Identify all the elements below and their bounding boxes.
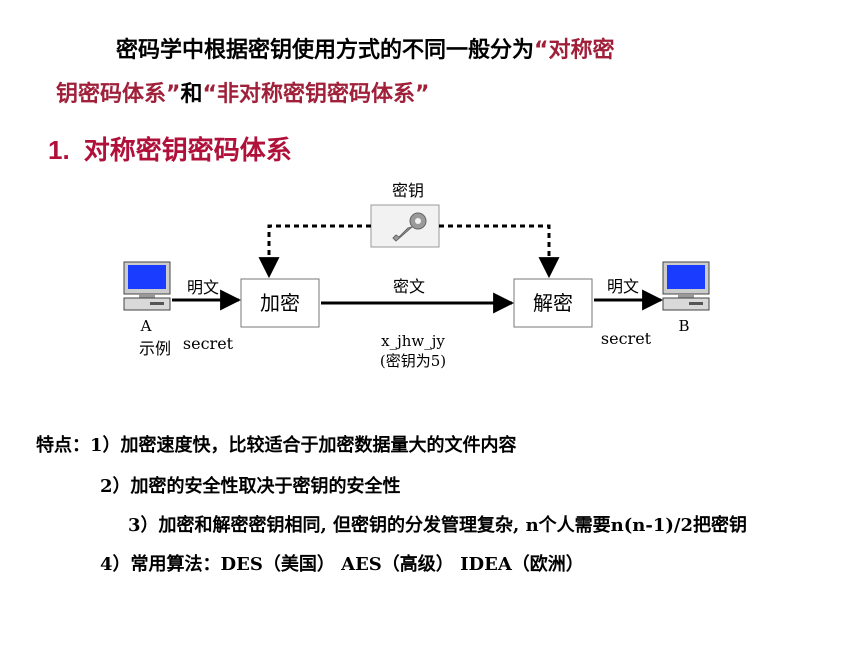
intro-line2-red-1: 钥密码体系” [56, 82, 181, 107]
feature-item-4: 4）常用算法：DES（美国） AES（高级） IDEA（欧洲） [100, 554, 584, 575]
section-heading: 1. 对称密钥密码体系 [48, 130, 292, 167]
decrypt-label: 解密 [533, 291, 573, 315]
feature-item-1: 1）加密速度快，比较适合于加密数据量大的文件内容 [90, 435, 517, 456]
cipher-note: (密钥为5) [380, 352, 446, 370]
cipher-sample: x_jhw_jy [381, 332, 445, 350]
intro-line1-black: 密码学中根据密钥使用方式的不同一般分为 [116, 38, 535, 63]
key-icon [392, 212, 427, 242]
encrypt-label: 加密 [260, 291, 300, 315]
sender-secret: secret [183, 334, 234, 353]
plaintext-left-label: 明文 [187, 278, 219, 297]
intro-line2-red-2: “非对称密钥密码体系” [202, 82, 430, 107]
receiver-id: B [678, 317, 689, 335]
receiver-computer-icon [662, 261, 710, 311]
feature-item-2: 2）加密的安全性取决于密钥的安全性 [100, 476, 401, 497]
ciphertext-label: 密文 [393, 277, 425, 296]
plaintext-right-label: 明文 [607, 277, 639, 296]
decrypt-box [513, 278, 593, 328]
features-label: 特点： [36, 435, 90, 456]
sender-computer-icon [123, 261, 171, 311]
intro-line-1: 密码学中根据密钥使用方式的不同一般分为“对称密 [116, 32, 614, 64]
heading-text: 对称密钥密码体系 [83, 136, 292, 166]
encrypt-box [240, 278, 320, 328]
sender-caption: 示例 [139, 339, 171, 358]
intro-line1-red: “对称密 [534, 38, 615, 63]
key-dashed-left [258, 224, 371, 279]
key-label: 密钥 [392, 181, 424, 200]
feature-line-1: 特点：1）加密速度快，比较适合于加密数据量大的文件内容 [36, 431, 517, 457]
feature-item-3: 3）加密和解密密钥相同, 但密钥的分发管理复杂, n个人需要n(n-1)/2把密… [128, 515, 747, 536]
key-dashed-right [439, 224, 560, 279]
receiver-secret: secret [601, 329, 652, 348]
key-box [370, 204, 440, 248]
heading-number: 1. [48, 135, 70, 165]
intro-line-2: 钥密码体系”和“非对称密钥密码体系” [56, 76, 429, 108]
intro-line2-black: 和 [180, 82, 203, 107]
sender-id: A [140, 317, 152, 335]
